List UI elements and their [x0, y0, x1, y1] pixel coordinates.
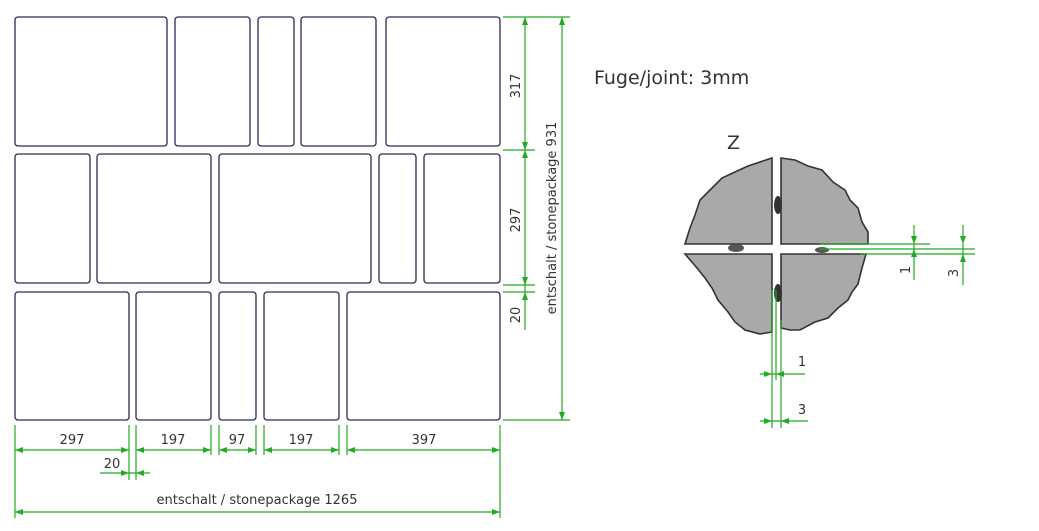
joint-gap-label: 20: [104, 457, 121, 472]
detail-stone: [780, 253, 868, 331]
total-height-label: entschalt / stonepackage 931: [545, 122, 560, 315]
detail-h-label: 1: [899, 266, 914, 274]
stone: [385, 16, 501, 147]
detail-stone: [780, 157, 869, 245]
stone: [378, 153, 417, 284]
stone-grid: [14, 16, 501, 421]
stone: [14, 153, 91, 284]
width-label: 397: [412, 433, 437, 448]
detail-label: Z: [727, 132, 740, 154]
detail-stone: [683, 156, 773, 245]
width-label: 297: [60, 433, 85, 448]
detail-v-label: 3: [798, 403, 806, 418]
stone: [423, 153, 501, 284]
joint-note: Fuge/joint: 3mm: [594, 67, 749, 89]
row-height-label: 317: [509, 74, 524, 99]
detail-stone: [683, 253, 773, 335]
width-label: 197: [161, 433, 186, 448]
stone: [218, 291, 257, 421]
row-height-label: 297: [509, 208, 524, 233]
total-width-label: entschalt / stonepackage 1265: [157, 493, 358, 508]
bottom-dimensions: 297 197 97 197 397 20 entschalt / stonep…: [14, 425, 501, 518]
stone: [257, 16, 295, 147]
detail-h-label: 3: [947, 269, 962, 277]
stone: [300, 16, 377, 147]
stone: [346, 291, 501, 421]
row-joint-label: 20: [509, 307, 524, 324]
right-dimensions: 317 297 20 entschalt / stonepackage 931: [503, 16, 570, 421]
stone: [135, 291, 212, 421]
stone: [14, 16, 168, 147]
stone: [218, 153, 372, 284]
stone: [96, 153, 212, 284]
stone: [263, 291, 340, 421]
width-label: 97: [229, 433, 246, 448]
stone: [14, 291, 130, 421]
detail-v-label: 1: [798, 355, 806, 370]
stone: [174, 16, 251, 147]
width-label: 197: [289, 433, 314, 448]
detail-z: Z 1 3 1 3: [683, 132, 975, 428]
